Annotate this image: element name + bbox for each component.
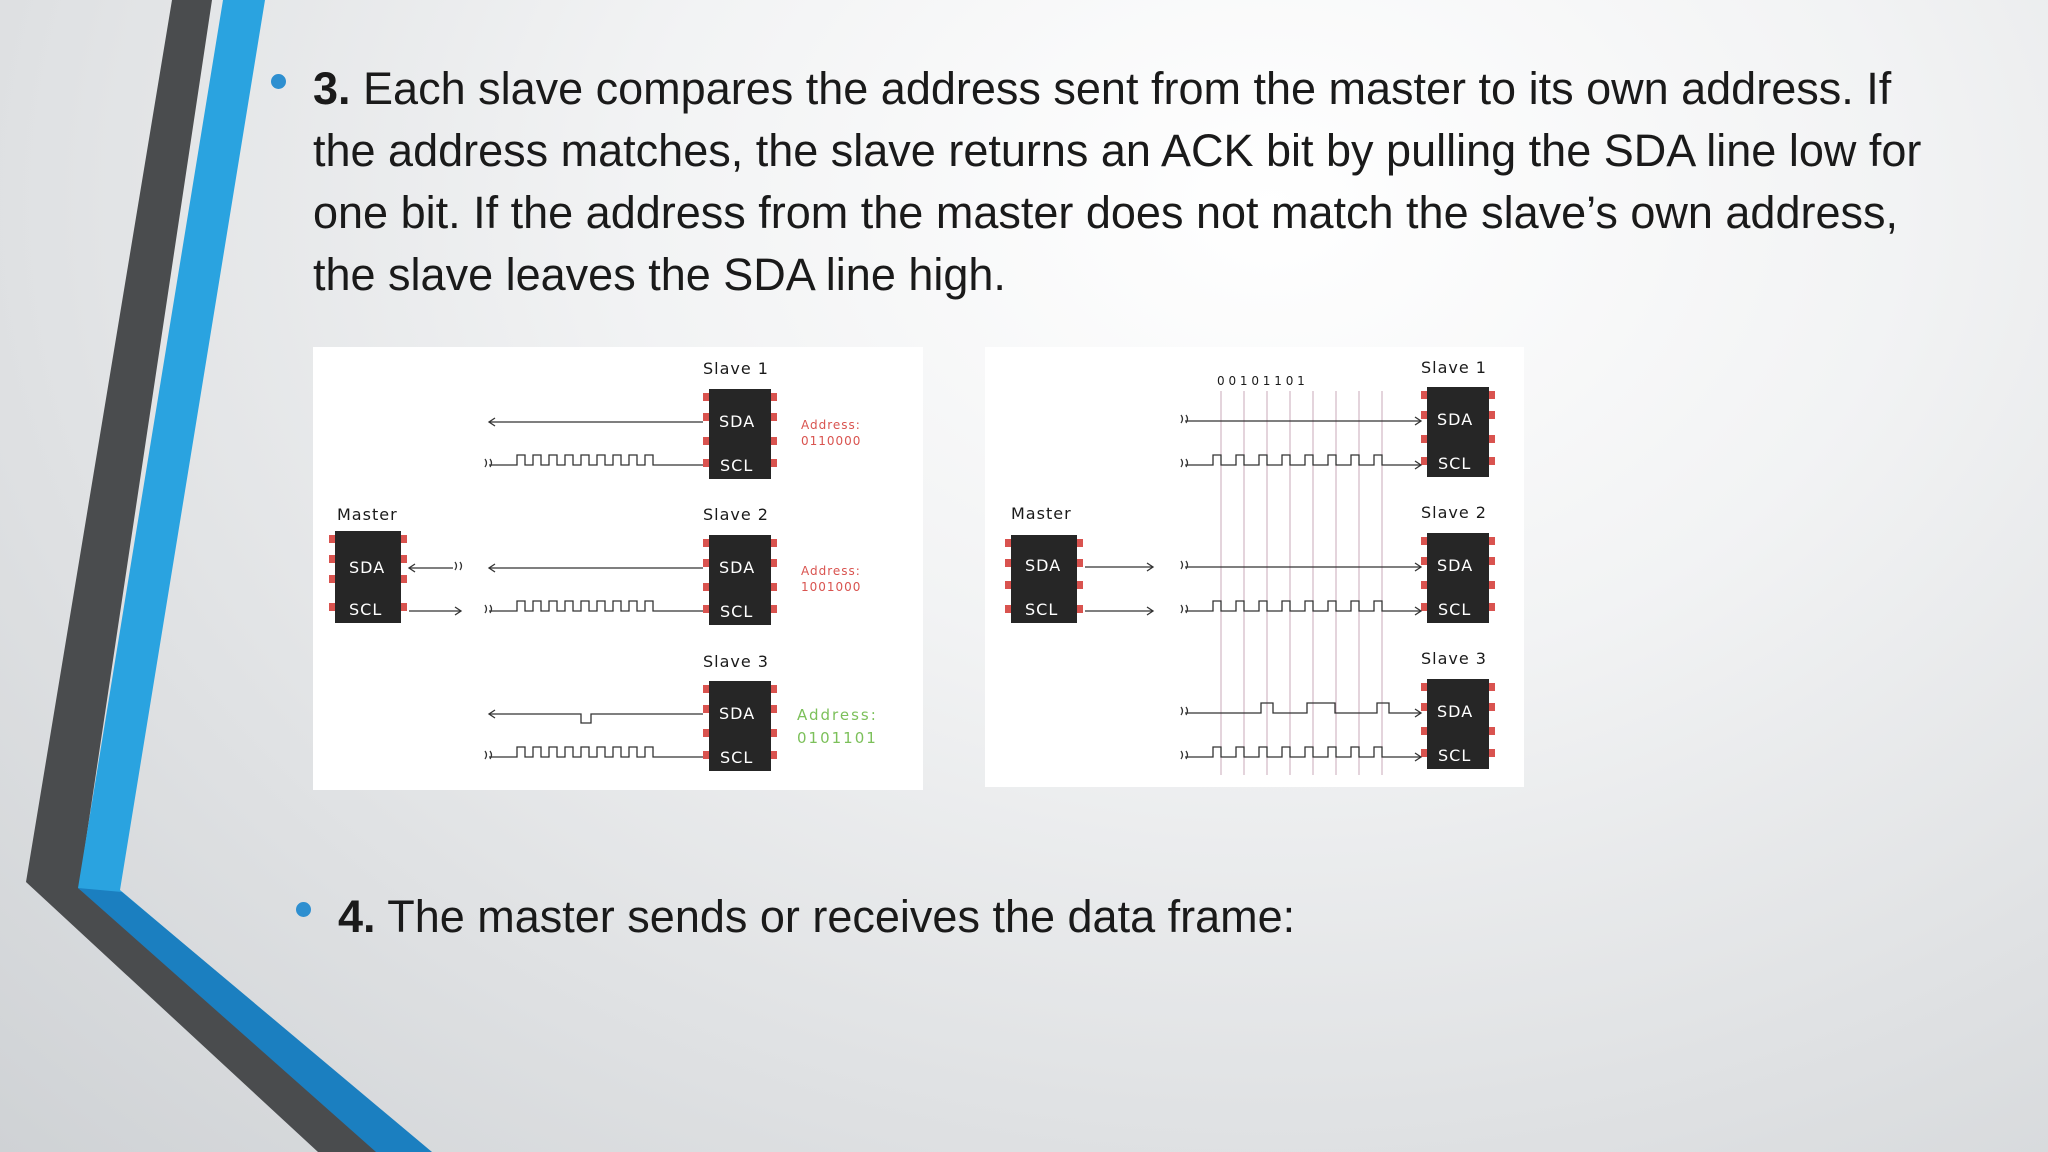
slave-1-sda-pin: SDA [1437,410,1473,429]
slave-3-sda-pin: SDA [1437,702,1473,721]
light-blue-stripe [78,0,430,1152]
slave-chip-3 [1421,679,1495,769]
bus-lines [1085,414,1423,762]
slave-3-label: Slave 3 [1421,649,1487,668]
bullet-step-4: 4. The master sends or receives the data… [296,886,1938,948]
master-label: Master [1011,504,1072,523]
slave-chip-1 [703,389,777,479]
slave-3-sda-pin: SDA [719,704,755,723]
master-label: Master [337,505,398,524]
slave-2-label: Slave 2 [703,505,769,524]
master-chip [329,531,407,623]
slave-2-scl-pin: SCL [1438,600,1471,619]
slave-3-scl-pin: SCL [1438,746,1471,765]
slave-1-scl-pin: SCL [1438,454,1471,473]
timing-lines [1220,391,1383,775]
slave-chip-3 [703,681,777,771]
bullet-text: Each slave compares the address sent fro… [313,63,1922,300]
bullet-dot [296,902,311,917]
diagram-1-svg: Master SDA SCL Slave 1 Slave 2 Slave 3 [329,359,878,771]
master-sda-pin: SDA [1025,556,1061,575]
bullet-number: 4. [338,891,376,942]
sda-lines [407,417,703,724]
slave-2-address: 1001000 [801,580,861,594]
bullet-dot [271,74,286,89]
slave-3-address-label: Address: [797,706,878,724]
slave-3-scl-pin: SCL [720,748,753,767]
blue-bottom-wedge [78,888,432,1152]
slave-1-address-label: Address: [801,418,861,432]
master-scl-pin: SCL [349,600,382,619]
master-scl-pin: SCL [1025,600,1058,619]
slave-2-address-label: Address: [801,564,861,578]
slave-1-label: Slave 1 [703,359,769,378]
slave-3-address: 0101101 [797,729,878,747]
dark-gray-stripe [26,0,420,1152]
diagram-2-svg: 0 0 1 0 1 1 0 1 Master SDA SCL [1005,358,1495,775]
slave-2-scl-pin: SCL [720,602,753,621]
bullet-number: 3. [313,63,351,114]
slave-1-label: Slave 1 [1421,358,1487,377]
scl-waveforms [454,454,703,760]
slave-2-sda-pin: SDA [719,558,755,577]
bullet-step-3: 3. Each slave compares the address sent … [271,58,1953,306]
address-compare-diagram: Master SDA SCL Slave 1 Slave 2 Slave 3 [313,347,923,790]
address-bits-diagram: 0 0 1 0 1 1 0 1 Master SDA SCL [985,347,1524,787]
slave-chip-2 [703,535,777,625]
slave-1-scl-pin: SCL [720,456,753,475]
slave-chip-2 [1421,533,1495,623]
master-sda-pin: SDA [349,558,385,577]
slave-1-sda-pin: SDA [719,412,755,431]
master-chip [1005,535,1083,623]
slave-2-label: Slave 2 [1421,503,1487,522]
slave-chip-1 [1421,387,1495,477]
slave-2-sda-pin: SDA [1437,556,1473,575]
address-bits: 0 0 1 0 1 1 0 1 [1217,374,1305,388]
bullet-text: The master sends or receives the data fr… [375,891,1296,942]
slave-1-address: 0110000 [801,434,861,448]
slave-3-label: Slave 3 [703,652,769,671]
